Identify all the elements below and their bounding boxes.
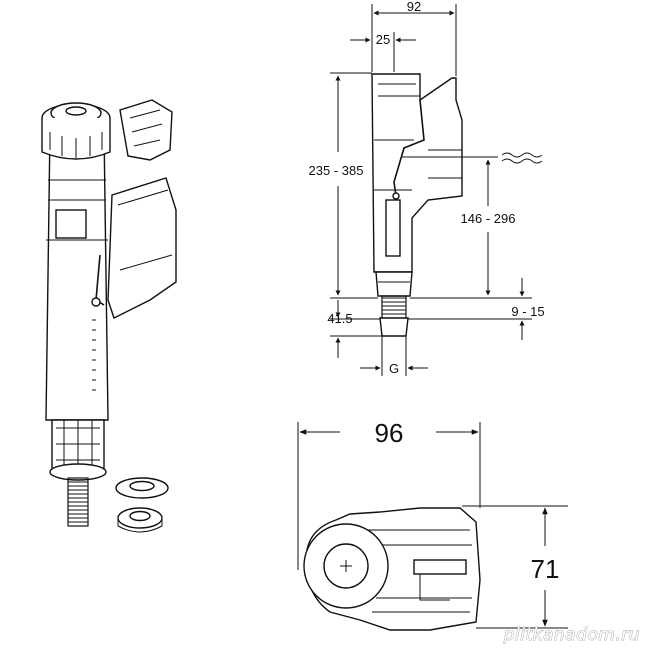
dimension-total-height: 235 - 385: [309, 163, 364, 178]
valve-side-elevation: 92 25 235 - 385 146 - 296 9 - 15 41.5: [309, 0, 545, 376]
watermark: plitkanadom.ru: [503, 625, 640, 645]
dimension-thread-length: 9 - 15: [511, 304, 544, 319]
dimension-top-width: 92: [407, 0, 421, 14]
valve-plan-view: 96 71: [297, 418, 568, 631]
valve-3d-view: [41, 99, 177, 533]
dimension-connector: G: [389, 361, 399, 376]
dimension-plan-width: 96: [375, 418, 404, 448]
water-level-icon: [501, 152, 543, 164]
dimension-plan-depth: 71: [531, 554, 560, 584]
dimension-top-offset: 25: [376, 32, 390, 47]
dimension-base-height: 41.5: [327, 311, 352, 326]
dimension-water-level: 146 - 296: [461, 211, 516, 226]
